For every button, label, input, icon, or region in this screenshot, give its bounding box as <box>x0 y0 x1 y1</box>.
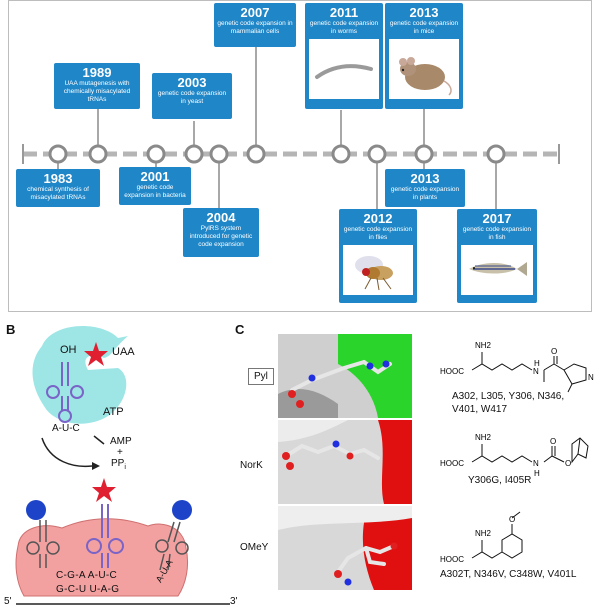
oh-label: OH <box>60 344 77 356</box>
event-year: 2007 <box>240 5 270 20</box>
synthetase-shape <box>32 326 128 424</box>
fish-image <box>461 245 533 295</box>
svg-text:O: O <box>509 515 515 524</box>
event-year: 2013 <box>409 5 439 20</box>
omey-mutations: A302T, N346V, C348W, V401L <box>440 569 577 580</box>
svg-text:NH2: NH2 <box>475 529 492 538</box>
svg-text:NH2: NH2 <box>475 433 492 442</box>
trna-center-icon <box>86 504 124 568</box>
svg-text:N: N <box>533 367 539 376</box>
svg-text:HOOC: HOOC <box>440 367 464 376</box>
event-year: 2003 <box>177 75 207 90</box>
omey-binding-pocket-image <box>278 506 412 590</box>
timeline-node <box>88 144 108 164</box>
event-description: genetic code expansion in fish <box>462 226 532 241</box>
timeline-event-2004: 2004 PylRS system introduced for genetic… <box>183 208 259 257</box>
event-year: 2011 <box>329 5 359 20</box>
amp-label: AMP <box>110 436 132 447</box>
svg-text:N: N <box>588 373 594 382</box>
svg-text:HOOC: HOOC <box>440 555 464 564</box>
svg-text:H: H <box>534 469 540 478</box>
event-year: 2017 <box>482 211 512 226</box>
timeline-event-2013-plants: 2013 genetic code expansion in plants <box>385 169 465 207</box>
amino-acid-icon <box>26 500 46 520</box>
timeline-node <box>48 144 68 164</box>
timeline-axis <box>22 47 560 209</box>
worm-image <box>309 39 379 99</box>
event-description: genetic code expansion in mice <box>389 20 459 35</box>
ppi-label: PPi <box>111 458 126 471</box>
timeline-event-1983: 1983 chemical synthesis of misacylated t… <box>16 169 100 207</box>
event-year: 2013 <box>410 171 440 186</box>
atp-label: ATP <box>103 406 124 418</box>
event-description: genetic code expansion in mammalian cell… <box>217 20 293 35</box>
event-description: genetic code expansion in yeast <box>157 90 227 105</box>
pyl-mutations: A302, L305, Y306, N346, V401, W417 <box>452 391 565 415</box>
nork-mutations: Y306G, I405R <box>468 475 532 486</box>
codons-bottom-label: G-C-U U-A-G <box>56 584 120 595</box>
svg-text:NH2: NH2 <box>475 341 492 350</box>
timeline-panel: 1983 chemical synthesis of misacylated t… <box>8 0 592 312</box>
svg-text:O: O <box>550 437 556 446</box>
timeline-node <box>184 144 204 164</box>
svg-text:HOOC: HOOC <box>440 459 464 468</box>
timeline-node <box>367 144 387 164</box>
panel-label-c: C <box>235 322 245 337</box>
event-year: 2004 <box>206 210 236 225</box>
amino-acid-icon <box>172 500 192 520</box>
event-description: UAA mutagenesis with chemically misacyla… <box>63 80 131 103</box>
timeline-node <box>486 144 506 164</box>
three-prime-label: 3' <box>230 596 238 607</box>
uaa-label: UAA <box>112 346 135 358</box>
pyl-structure: NH2 HOOC N H O N <box>440 341 594 393</box>
mouse-image <box>389 39 459 99</box>
event-year: 1989 <box>82 65 112 80</box>
timeline-node <box>331 144 351 164</box>
timeline-event-2011: 2011 genetic code expansion in worms <box>305 3 383 109</box>
event-description: chemical synthesis of misacylated tRNAs <box>27 186 89 201</box>
plus-label: + <box>117 447 123 458</box>
uaa-star-icon <box>84 342 108 366</box>
trna-left-icon <box>26 520 60 568</box>
timeline-node <box>146 144 166 164</box>
timeline-event-2001: 2001 genetic code expansion in bacteria <box>119 167 191 205</box>
svg-text:O: O <box>551 347 557 356</box>
timeline-event-2013-mice: 2013 genetic code expansion in mice <box>385 3 463 109</box>
ligand-name-pyl: Pyl <box>248 368 274 385</box>
event-description: genetic code expansion in flies <box>343 226 413 241</box>
event-year: 2001 <box>140 169 170 184</box>
timeline-event-2017: 2017 genetic code expansion in fish <box>457 209 537 303</box>
fly-image <box>343 245 413 295</box>
svg-text:H: H <box>534 359 540 368</box>
timeline-event-2003: 2003 genetic code expansion in yeast <box>152 73 232 119</box>
timeline-event-2012: 2012 genetic code expansion in flies <box>339 209 417 303</box>
event-description: genetic code expansion in worms <box>309 20 379 35</box>
five-prime-label: 5' <box>4 596 12 607</box>
event-description: PylRS system introduced for genetic code… <box>189 225 253 248</box>
nork-binding-pocket-image <box>278 420 412 504</box>
svg-text:O: O <box>565 459 571 468</box>
uaa-star-icon <box>92 478 116 502</box>
timeline-node <box>246 144 266 164</box>
event-year: 2012 <box>363 211 393 226</box>
ligand-name-omey: OMeY <box>240 542 269 553</box>
timeline-event-2007: 2007 genetic code expansion in mammalian… <box>214 3 296 47</box>
nork-structure: NH2 HOOC N H O O <box>440 433 589 478</box>
ligand-name-nork: NorK <box>240 460 263 471</box>
event-year: 1983 <box>43 171 73 186</box>
timeline-event-1989: 1989 UAA mutagenesis with chemically mis… <box>54 63 140 109</box>
pyl-binding-pocket-image <box>278 334 412 418</box>
event-description: genetic code expansion in plants <box>390 186 460 201</box>
codons-top-label: C-G-A A-U-C <box>56 570 118 581</box>
panel-label-b: B <box>6 322 16 337</box>
trna-right-icon <box>155 521 189 571</box>
svg-text:N: N <box>533 459 539 468</box>
trna-diagram <box>15 326 230 605</box>
event-description: genetic code expansion in bacteria <box>124 184 186 199</box>
trna-purple-icon <box>46 362 84 423</box>
anticodon-label: A-U-C <box>52 423 80 434</box>
timeline-node <box>209 144 229 164</box>
omey-structure: NH2 HOOC O <box>440 511 523 564</box>
timeline-node <box>414 144 434 164</box>
